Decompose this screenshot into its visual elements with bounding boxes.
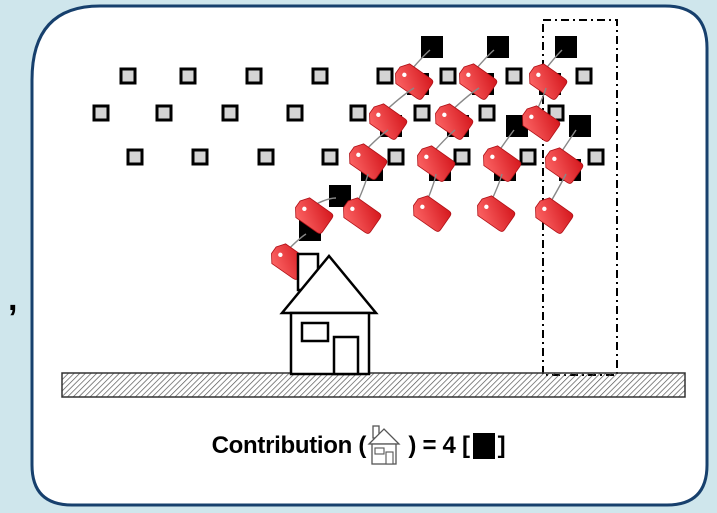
empty-cell [247,69,261,83]
empty-cell [378,69,392,83]
empty-cell [389,150,403,164]
empty-cell [455,150,469,164]
empty-cell [288,106,302,120]
filled-cell [569,115,591,137]
empty-cell [507,69,521,83]
ground-strip [62,373,685,397]
empty-cell [157,106,171,120]
stray-mark: , [8,280,17,318]
empty-cell [128,150,142,164]
caption-mid: ) = 4 [ [402,432,470,460]
empty-cell [351,106,365,120]
empty-cell [193,150,207,164]
empty-cell [323,150,337,164]
filled-cell-icon [473,433,495,459]
empty-cell [577,69,591,83]
empty-cell [223,106,237,120]
house-door [334,337,358,374]
empty-cell [521,150,535,164]
caption-suffix: ] [498,432,506,460]
empty-cell [181,69,195,83]
empty-cell [94,106,108,120]
empty-cell [415,106,429,120]
caption: Contribution ( ) = 4 [ ] [0,424,717,468]
empty-cell [259,150,273,164]
empty-cell [121,69,135,83]
house-icon [367,424,401,468]
empty-cell [480,106,494,120]
caption-prefix: Contribution ( [212,432,366,460]
filled-cell [487,36,509,58]
empty-cell [313,69,327,83]
empty-cell [589,150,603,164]
house-window [302,323,328,341]
empty-cell [441,69,455,83]
